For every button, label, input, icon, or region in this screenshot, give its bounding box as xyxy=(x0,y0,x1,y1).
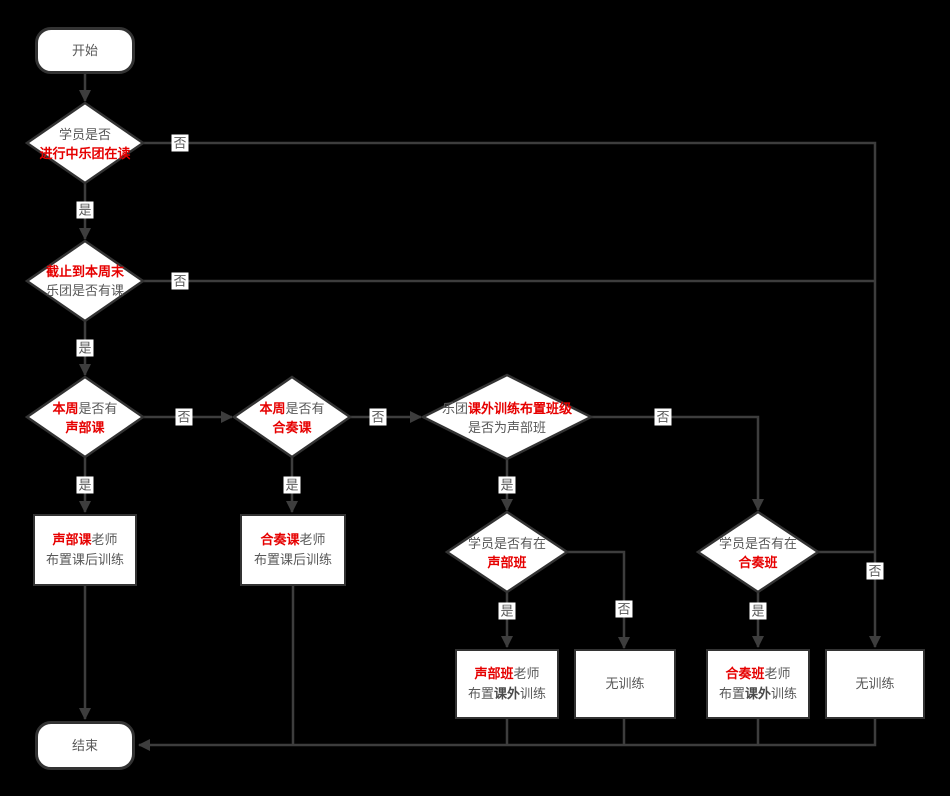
edge-label-no: 否 xyxy=(866,562,884,580)
edge-label-no: 否 xyxy=(171,272,189,290)
edge-label-no: 否 xyxy=(369,408,387,426)
box-text: 声部班老师 布置课外训练 xyxy=(468,664,546,704)
box-text: 声部课老师 布置课后训练 xyxy=(46,530,124,570)
box-text-line2: 布置课后训练 xyxy=(253,552,332,567)
box-no-training-right: 无训练 xyxy=(825,649,925,719)
edge-label-yes: 是 xyxy=(76,476,94,494)
decision-week-vocal-class-shape xyxy=(24,375,146,459)
end-label: 结束 xyxy=(71,737,98,753)
decision-orchestra-has-class-shape xyxy=(24,239,146,323)
edge-label-yes: 是 xyxy=(749,602,767,620)
box-ensemble-class-teacher-training: 合奏班老师 布置课外训练 xyxy=(706,649,810,719)
box-text-line2: 布置课外训练 xyxy=(467,686,547,701)
edge-label-yes: 是 xyxy=(76,201,94,219)
box-text: 合奏课老师 布置课后训练 xyxy=(254,530,332,570)
decision-in-ensemble-class-shape xyxy=(695,510,821,594)
decision-assigned-class-type-shape xyxy=(420,373,594,461)
box-text: 合奏班老师 布置课外训练 xyxy=(719,664,797,704)
edge-label-yes: 是 xyxy=(76,339,94,357)
edge-d1-no-to-b6 xyxy=(143,141,881,648)
edge-label-no: 否 xyxy=(615,600,633,618)
box-text-line1: 合奏班老师 xyxy=(725,666,791,681)
edge-label-yes: 是 xyxy=(498,602,516,620)
edge-collector-to-end xyxy=(138,719,877,751)
start-node: 开始 xyxy=(35,27,135,74)
box-vocal-class-teacher-training: 声部班老师 布置课外训练 xyxy=(455,649,559,719)
edge-label-yes: 是 xyxy=(498,476,516,494)
box-text: 无训练 xyxy=(605,676,645,691)
edge-label-yes: 是 xyxy=(283,476,301,494)
box-text-line2: 布置课外训练 xyxy=(718,686,798,701)
end-node: 结束 xyxy=(35,721,135,770)
box-text-line1: 声部课老师 xyxy=(52,532,118,547)
edge-label-no: 否 xyxy=(654,408,672,426)
edge-d5-no-to-d7 xyxy=(591,415,764,511)
start-label: 开始 xyxy=(71,42,98,58)
box-vocal-course-teacher-homework: 声部课老师 布置课后训练 xyxy=(33,514,137,586)
decision-in-vocal-class-shape xyxy=(444,510,570,594)
decision-week-ensemble-class-shape xyxy=(231,375,353,459)
box-text-line1: 声部班老师 xyxy=(474,666,540,681)
box-text: 无训练 xyxy=(855,676,895,691)
box-text-line2: 布置课后训练 xyxy=(45,552,124,567)
decision-in-orchestra-shape xyxy=(24,101,146,185)
edge-label-no: 否 xyxy=(171,134,189,152)
box-ensemble-course-teacher-homework: 合奏课老师 布置课后训练 xyxy=(240,514,346,586)
box-text-line1: 合奏课老师 xyxy=(260,532,326,547)
box-no-training-left: 无训练 xyxy=(574,649,676,719)
edge-label-no: 否 xyxy=(175,408,193,426)
